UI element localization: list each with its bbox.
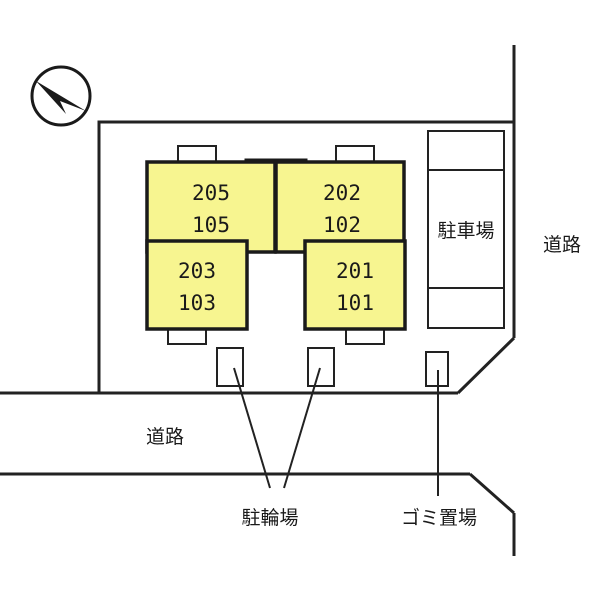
parking-lot: 駐車場 bbox=[427, 130, 505, 329]
unit-201-101: 201 101 bbox=[303, 239, 407, 331]
bicycle-parking-label: 駐輪場 bbox=[241, 507, 298, 529]
bicycle-parking-areas bbox=[216, 347, 335, 387]
unit-205-105: 205 105 bbox=[145, 160, 277, 254]
unit-205-number-upper: 205 bbox=[192, 181, 230, 205]
unit-202-number-upper: 202 bbox=[323, 181, 361, 205]
garbage-label: ゴミ置場 bbox=[401, 507, 477, 529]
road-label-bottom: 道路 bbox=[146, 426, 184, 448]
unit-201-number-upper: 201 bbox=[336, 259, 374, 283]
unit-101-number-lower: 101 bbox=[336, 291, 374, 315]
unit-103-number-lower: 103 bbox=[178, 291, 216, 315]
unit-203-number-upper: 203 bbox=[178, 259, 216, 283]
building: 205 105 202 102 203 103 201 101 bbox=[145, 158, 407, 331]
parking-label: 駐車場 bbox=[437, 220, 494, 242]
unit-203-103: 203 103 bbox=[145, 239, 249, 331]
north-arrow-icon bbox=[30, 65, 92, 127]
leader-lines bbox=[233, 367, 439, 496]
unit-202-102: 202 102 bbox=[274, 160, 406, 254]
road-lines bbox=[0, 45, 516, 556]
road-label-right: 道路 bbox=[543, 234, 581, 256]
unit-105-number-lower: 105 bbox=[192, 213, 230, 237]
unit-102-number-lower: 102 bbox=[323, 213, 361, 237]
site-boundary bbox=[97, 120, 514, 393]
